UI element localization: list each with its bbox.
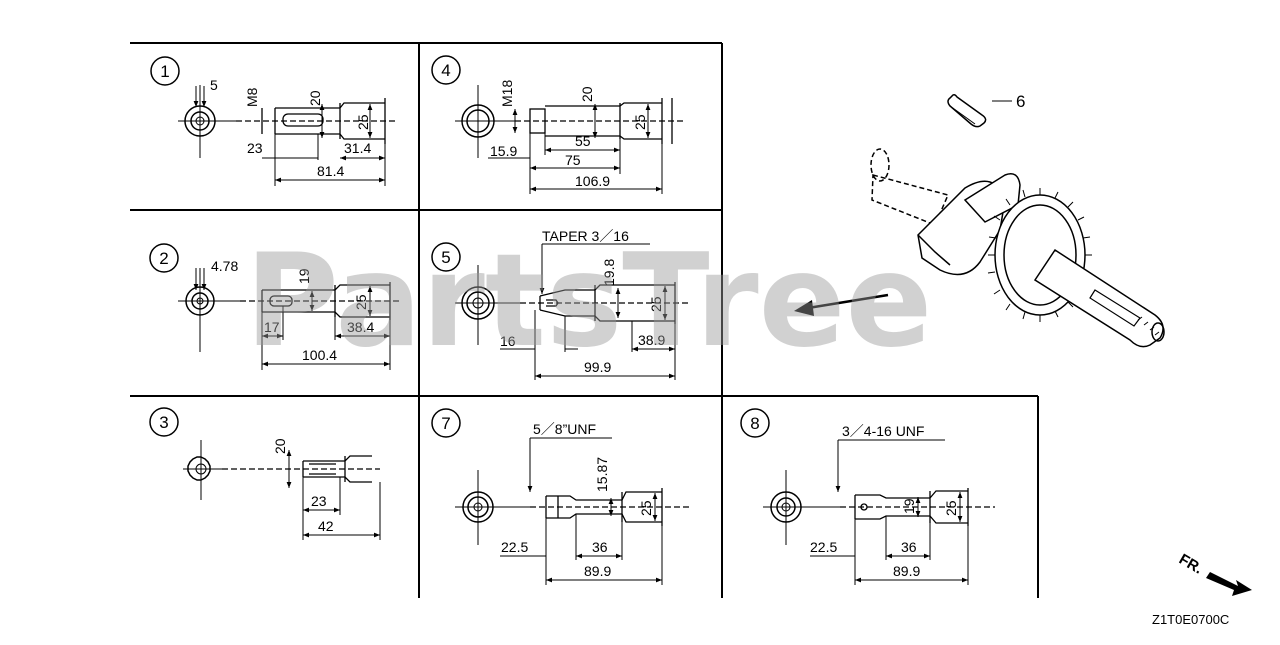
dim-label: 20 [272, 438, 288, 454]
panel-number: 1 [160, 62, 169, 81]
dim-label: 38.9 [638, 332, 665, 348]
dim-label: 15.87 [594, 457, 610, 492]
dim-label: 19 [901, 498, 917, 514]
panel-4: 4 M18 20 [431, 55, 685, 194]
dimension-lines [500, 437, 663, 585]
panel-2: 2 4.7 [149, 243, 400, 370]
dim-label: 25 [355, 114, 371, 130]
watermark: PartsTree [245, 227, 932, 376]
shaft-end-view [455, 265, 520, 345]
panel-5: 5 TAPER 3／16 [431, 228, 690, 380]
panel-number: 4 [441, 61, 450, 80]
dim-label: 19.8 [601, 259, 617, 286]
key-part [947, 94, 1012, 128]
panel-number: 5 [441, 248, 450, 267]
dim-label: 20 [579, 86, 595, 102]
panel-3: 3 20 23 42 [149, 407, 381, 540]
dimension-lines [810, 439, 969, 585]
shaft-side-view [240, 282, 400, 320]
shaft-side-view [530, 488, 690, 526]
dim-label: 106.9 [575, 173, 610, 189]
panel-number: 2 [159, 249, 168, 268]
dimension-lines [193, 86, 386, 186]
dim-label: 81.4 [317, 163, 344, 179]
dim-label: 89.9 [893, 563, 920, 579]
dimension-lines [488, 104, 663, 194]
crankshaft-illustration [870, 148, 1165, 348]
taper-label: TAPER 3／16 [542, 228, 629, 244]
thread-label: 3／4-16 UNF [842, 423, 924, 439]
shaft-end-view [763, 470, 840, 545]
shaft-end-view [455, 85, 515, 158]
thread-label: 5／8”UNF [533, 421, 596, 437]
dim-label: 17 [264, 319, 280, 335]
dim-label: 23 [311, 493, 327, 509]
dim-label: 5 [210, 77, 218, 93]
shaft-end-view [178, 268, 240, 352]
dimension-lines [500, 243, 676, 380]
dim-label: 42 [318, 518, 334, 534]
dim-label: 25 [648, 296, 664, 312]
dim-label: 25 [353, 294, 369, 310]
shaft-end-view [178, 85, 236, 158]
dim-label: 22.5 [501, 539, 528, 555]
shaft-side-view [520, 282, 690, 324]
dim-label: M18 [499, 80, 515, 107]
panel-number: 7 [441, 414, 450, 433]
dim-label: 15.9 [490, 143, 517, 159]
front-arrow-icon [1206, 572, 1252, 596]
dim-label: 100.4 [302, 347, 337, 363]
panel-number-circle [150, 56, 180, 86]
panel-grid [130, 42, 1039, 598]
dim-label: 23 [247, 140, 263, 156]
panel-7: 7 5／8”UNF [431, 408, 690, 585]
dim-label: 22.5 [810, 539, 837, 555]
dim-label: 55 [575, 133, 591, 149]
dim-label: 38.4 [347, 319, 374, 335]
dim-label: 75 [565, 152, 581, 168]
panel-number: 3 [159, 413, 168, 432]
dim-label: 99.9 [584, 359, 611, 375]
panel-number: 8 [750, 414, 759, 433]
dim-label: 25 [638, 500, 654, 516]
shaft-side-view [222, 455, 380, 483]
part-callout: 6 [1016, 92, 1025, 111]
front-label: FR. [1176, 551, 1205, 578]
dim-label: 31.4 [344, 140, 371, 156]
dim-label: 19 [296, 268, 312, 284]
dim-label: 89.9 [584, 563, 611, 579]
dim-label: 36 [901, 539, 917, 555]
dim-label: 25 [632, 114, 648, 130]
dim-label: M8 [244, 87, 260, 107]
dimension-lines [193, 268, 391, 370]
direction-arrow [794, 293, 889, 316]
panel-1: 1 [150, 56, 395, 186]
dim-label: 36 [592, 539, 608, 555]
dim-label: 4.78 [211, 258, 238, 274]
shaft-end-view [455, 470, 530, 545]
shaft-side-view [515, 98, 685, 144]
panel-8: 8 3／4-16 UNF [740, 408, 995, 585]
dim-label: 16 [500, 333, 516, 349]
dim-label: 25 [943, 500, 959, 516]
diagram-code: Z1T0E0700C [1152, 612, 1229, 627]
shaft-end-view [183, 440, 222, 500]
front-marker: FR. [1176, 551, 1252, 596]
dimension-lines [286, 450, 381, 540]
dim-label: 20 [307, 90, 323, 106]
